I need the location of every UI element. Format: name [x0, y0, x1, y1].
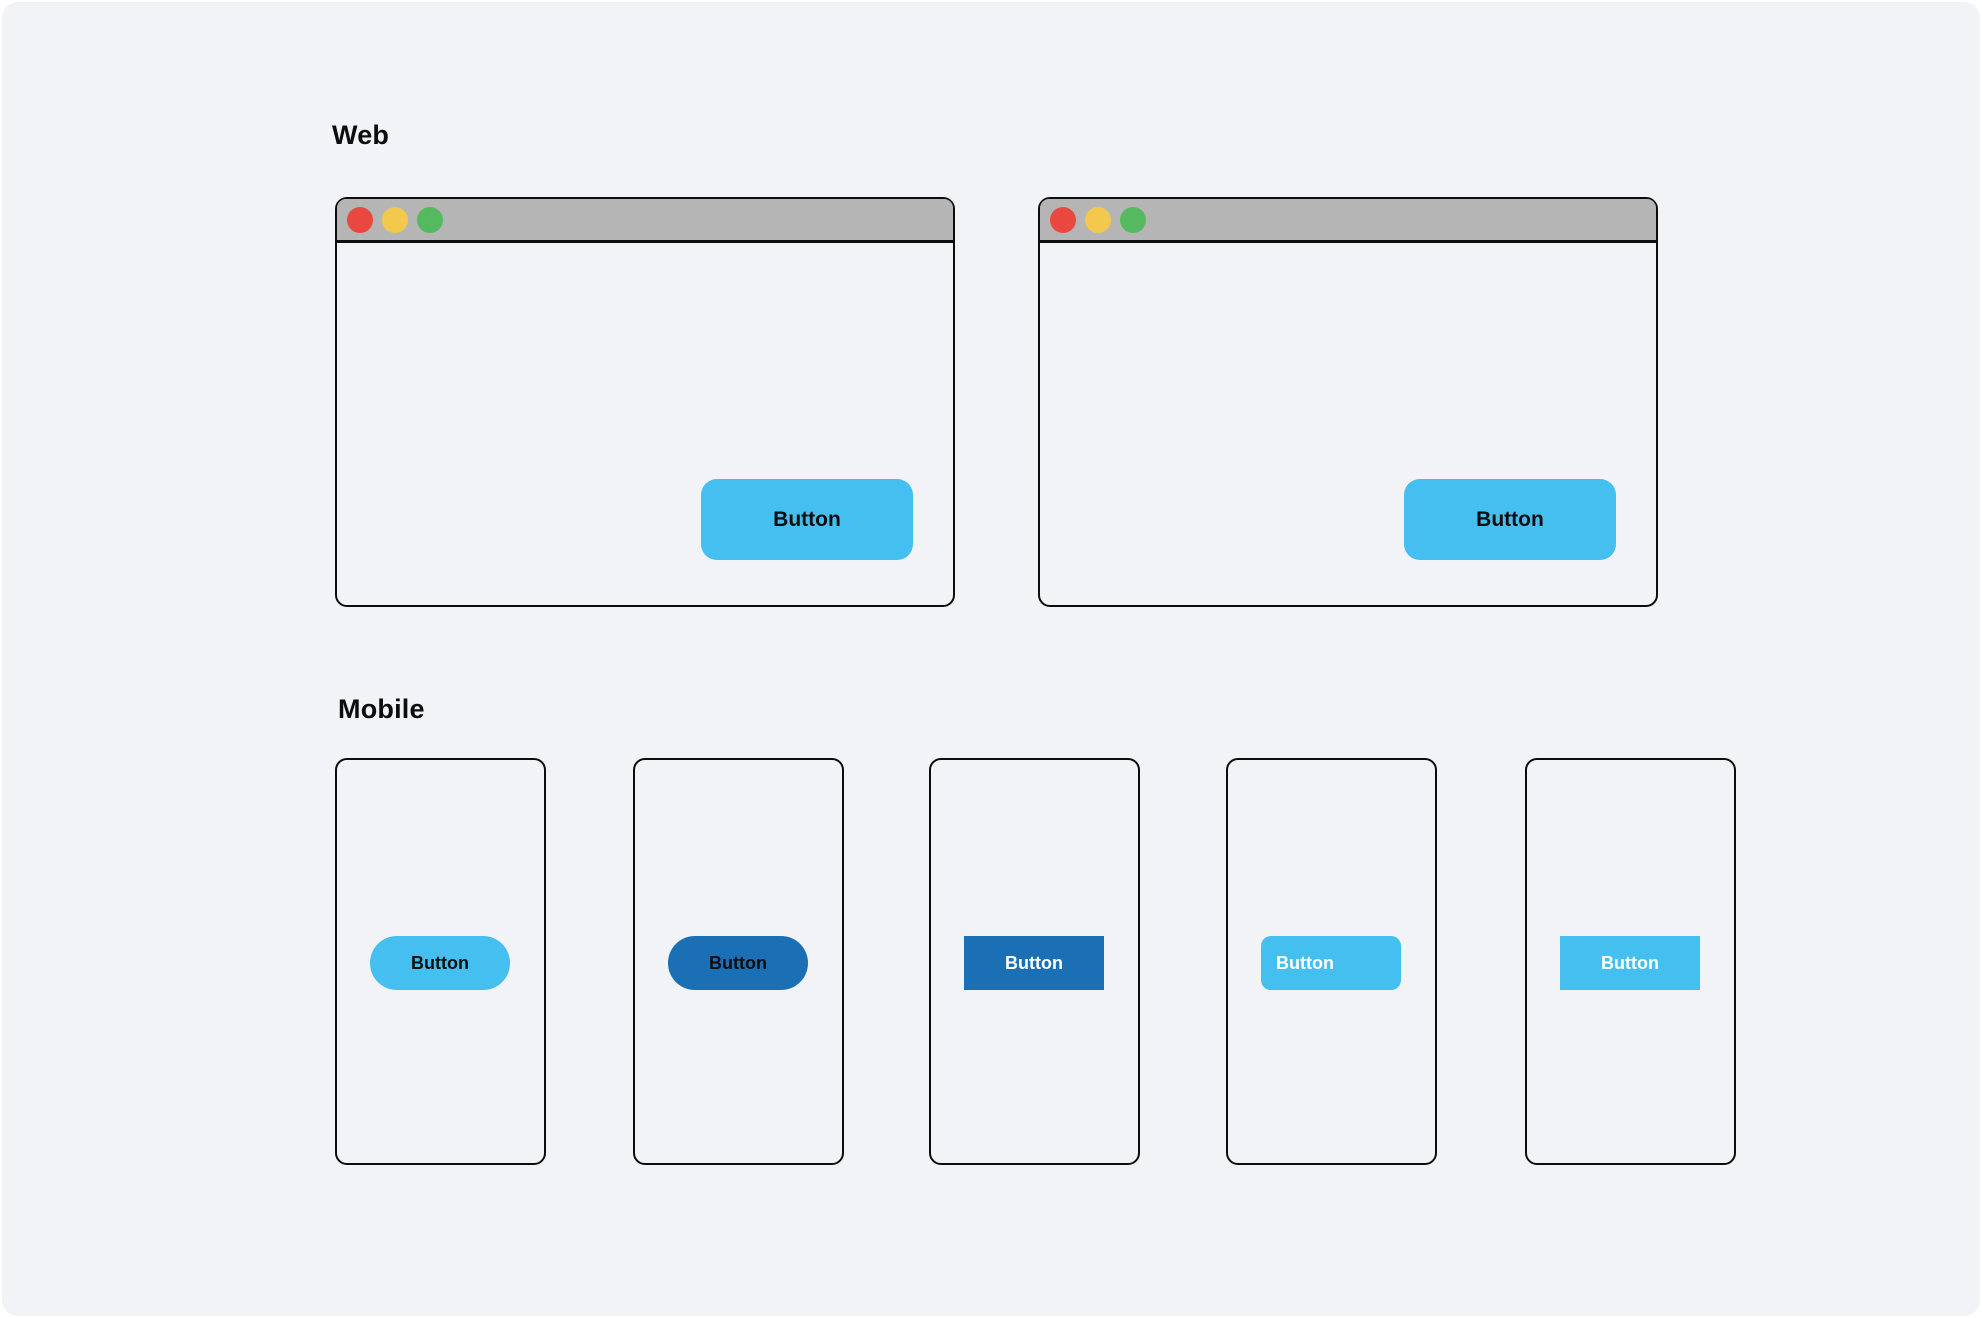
browser-titlebar [1040, 199, 1656, 243]
web-button[interactable]: Button [701, 479, 913, 560]
phone-frame: Button [1226, 758, 1437, 1165]
close-icon [347, 206, 373, 233]
minimize-icon [1085, 206, 1111, 233]
maximize-icon [417, 206, 443, 233]
mobile-button-rounded-light[interactable]: Button [1261, 936, 1401, 990]
web-section-heading: Web [332, 120, 390, 150]
mobile-button-square-light[interactable]: Button [1560, 936, 1700, 990]
browser-window-frame: Button [1038, 197, 1658, 607]
maximize-icon [1120, 206, 1146, 233]
browser-window-frame: Button [335, 197, 955, 607]
phone-frame: Button [335, 758, 546, 1165]
mobile-button-pill-dark[interactable]: Button [668, 936, 808, 990]
phone-frame: Button [929, 758, 1140, 1165]
minimize-icon [382, 206, 408, 233]
mobile-button-square-dark[interactable]: Button [964, 936, 1104, 990]
mobile-button-pill-light[interactable]: Button [370, 936, 510, 990]
phone-frame: Button [633, 758, 844, 1165]
browser-titlebar [337, 199, 953, 243]
phone-frame: Button [1525, 758, 1736, 1165]
close-icon [1050, 206, 1076, 233]
mobile-section-heading: Mobile [338, 694, 425, 724]
web-button[interactable]: Button [1404, 479, 1616, 560]
